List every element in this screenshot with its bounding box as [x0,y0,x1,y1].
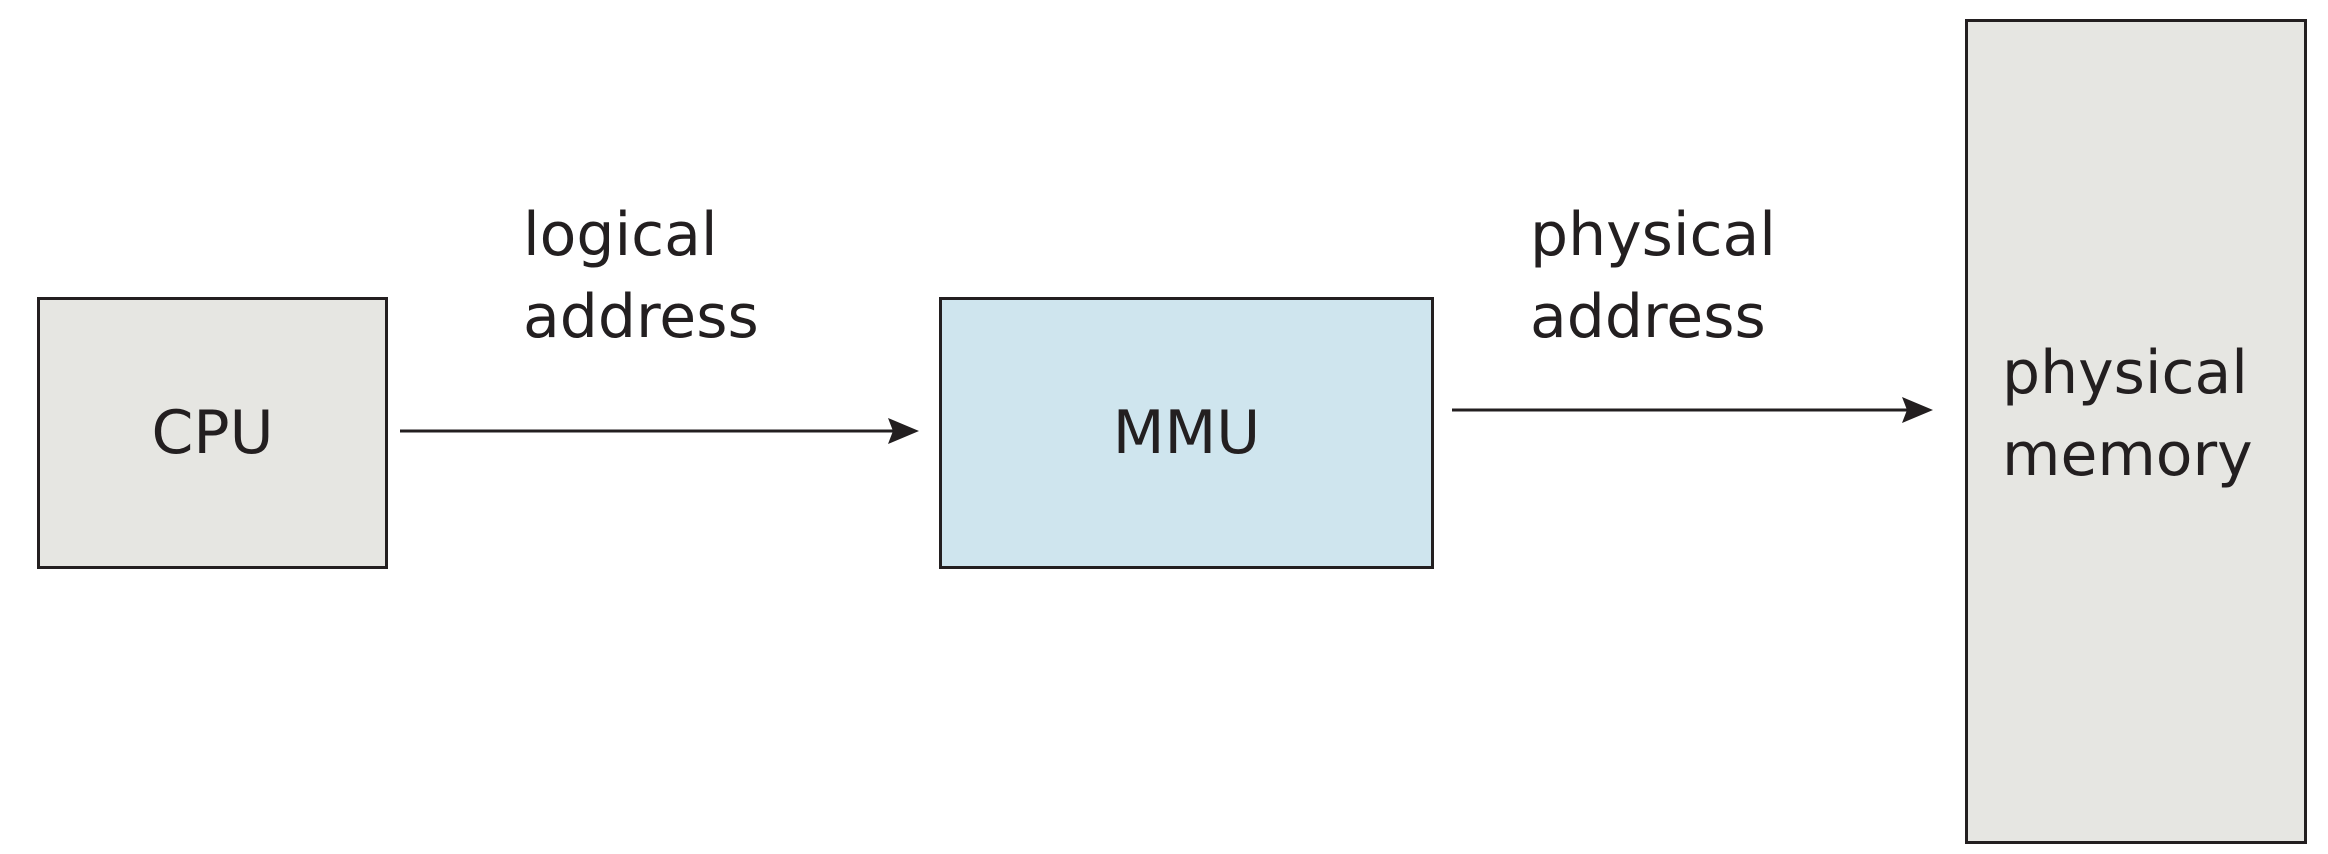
logical-address-label: logical address [523,194,759,358]
physical-address-label-line-1: physical [1530,200,1776,270]
physical-memory-node: physical memory [1965,19,2307,844]
cpu-to-mmu-arrowhead [888,418,919,444]
logical-address-label-line-2: address [523,282,759,352]
mmu-label: MMU [1112,398,1261,468]
physical-memory-label-line-2: memory [2002,420,2253,490]
physical-memory-label: physical memory [2002,332,2253,496]
mmu-node: MMU [939,297,1434,569]
cpu-to-mmu-arrow [400,418,919,444]
cpu-label: CPU [151,398,274,468]
physical-address-label: physical address [1530,194,1776,358]
mmu-to-memory-arrow [1452,397,1933,423]
cpu-node: CPU [37,297,388,569]
physical-memory-label-line-1: physical [2002,338,2248,408]
mmu-to-memory-arrowhead [1902,397,1933,423]
logical-address-label-line-1: logical [523,200,718,270]
physical-address-label-line-2: address [1530,282,1766,352]
